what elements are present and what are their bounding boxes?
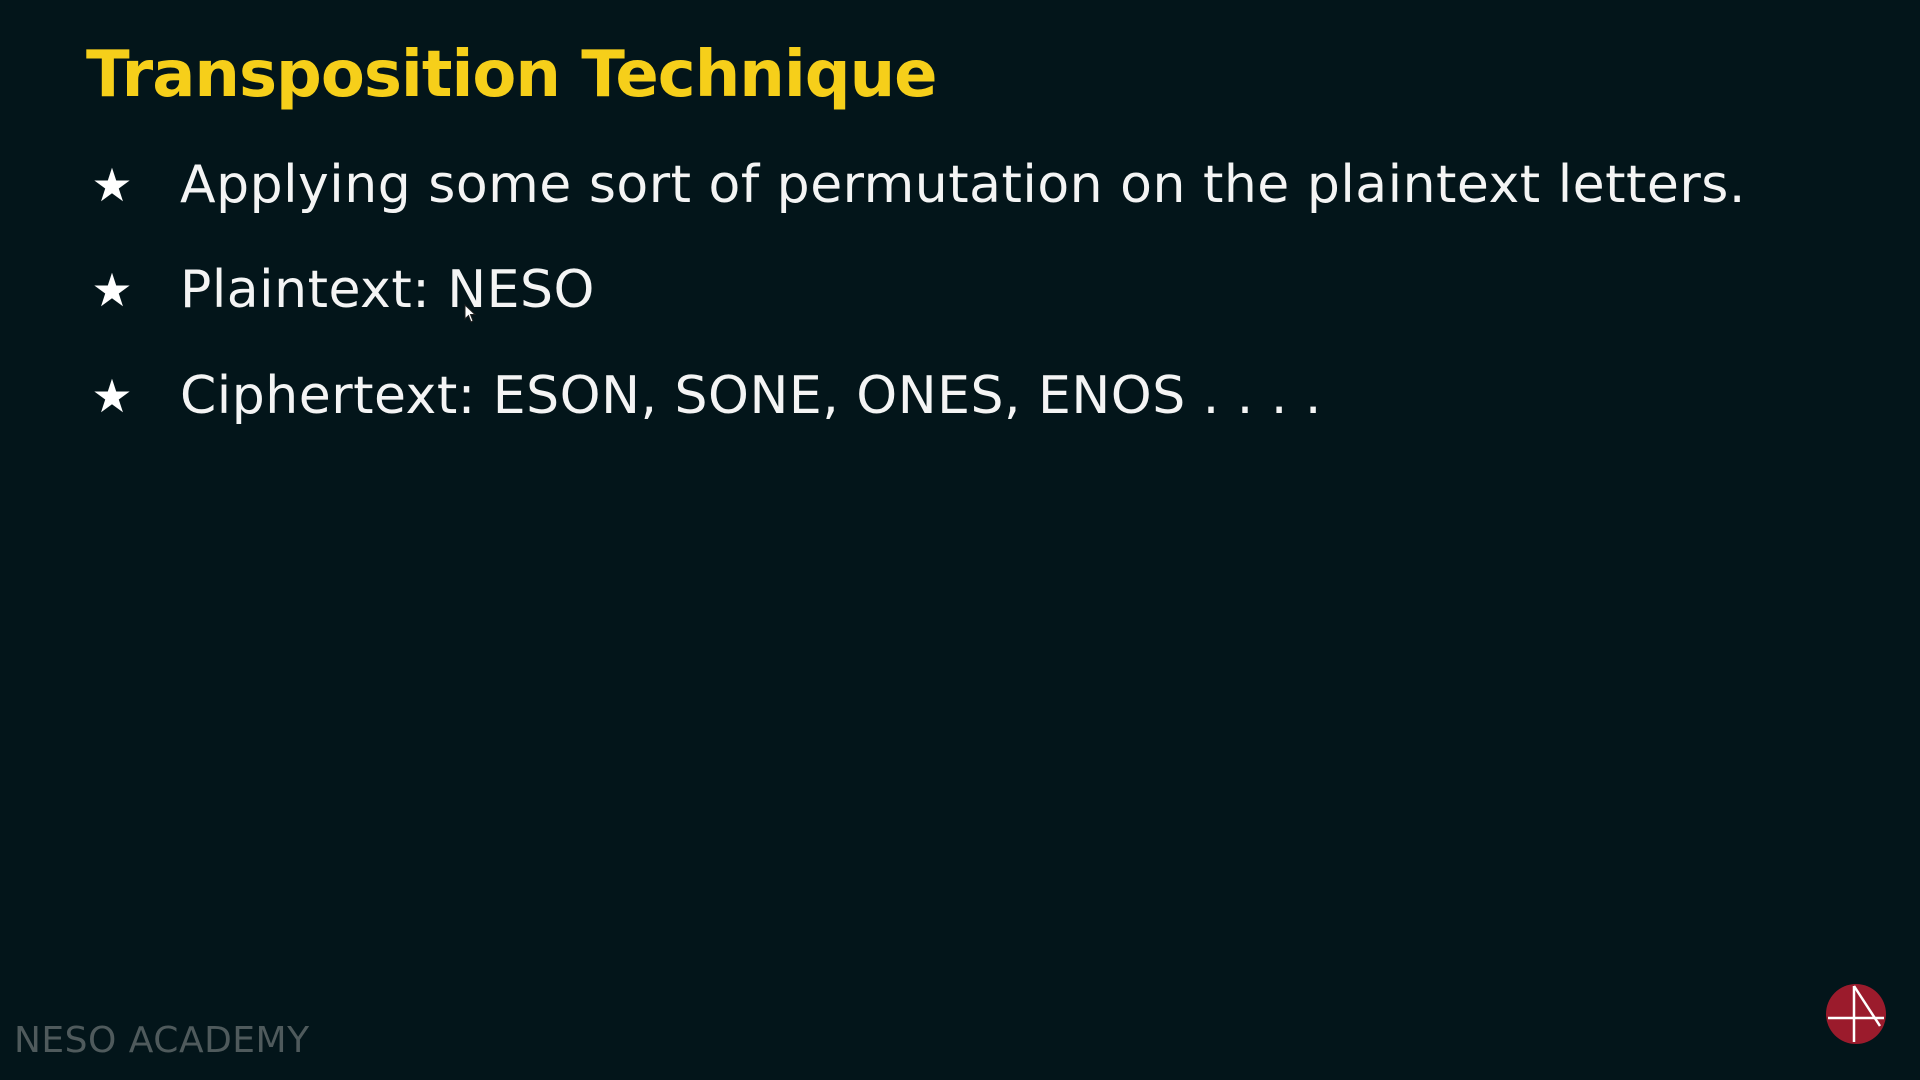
bullet-text: Ciphertext: ESON, SONE, ONES, ENOS . . .… <box>180 366 1322 426</box>
neso-academy-logo-icon <box>1826 984 1886 1044</box>
star-icon: ★ <box>91 263 133 317</box>
watermark-text: NESO ACADEMY <box>14 1020 310 1061</box>
bullet-item: ★ Applying some sort of permutation on t… <box>84 150 1746 220</box>
mouse-cursor-icon <box>464 304 477 323</box>
star-icon: ★ <box>91 158 133 212</box>
slide-title: Transposition Technique <box>86 38 938 112</box>
bullet-item: ★ Ciphertext: ESON, SONE, ONES, ENOS . .… <box>84 361 1322 431</box>
bullet-item: ★ Plaintext: NESO <box>84 255 595 325</box>
bullet-text: Applying some sort of permutation on the… <box>180 155 1746 215</box>
star-icon: ★ <box>91 369 133 423</box>
bullet-text: Plaintext: NESO <box>180 260 595 320</box>
